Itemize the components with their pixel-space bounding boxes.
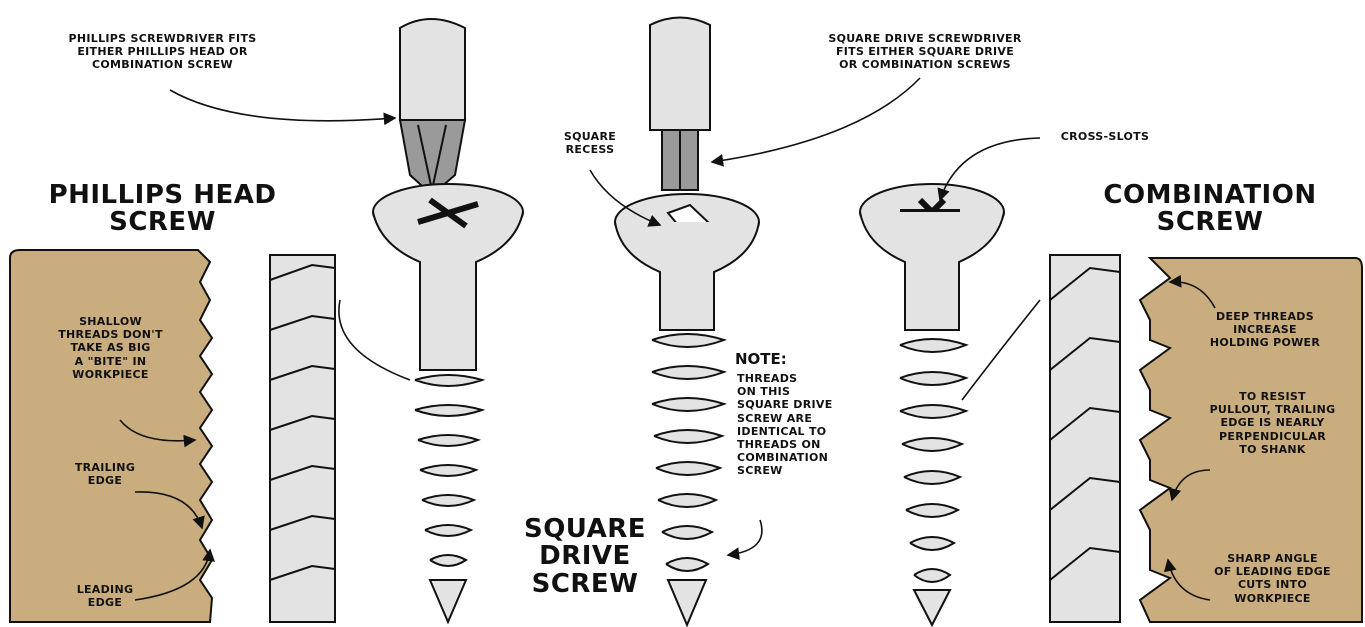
phillips-screw [373,184,523,622]
cross-slots-callout: CROSS-SLOTS [1040,130,1170,143]
phillips-screwdriver [400,19,465,195]
phillips-driver-callout: PHILLIPS SCREWDRIVER FITS EITHER PHILLIP… [35,32,290,72]
square-recess-callout: SQUARE RECESS [545,130,635,156]
note-heading: NOTE: [735,350,820,368]
phillips-head-screw-title: PHILLIPS HEAD SCREW [30,182,295,237]
resist-pullout-callout: TO RESIST PULLOUT, TRAILING EDGE IS NEAR… [1185,390,1360,456]
right-thread-profile [1050,255,1120,622]
combination-screw-title: COMBINATION SCREW [1085,182,1335,237]
square-drive-screwdriver [650,18,710,191]
sharp-angle-callout: SHARP ANGLE OF LEADING EDGE CUTS INTO WO… [1185,552,1360,605]
square-driver-callout: SQUARE DRIVE SCREWDRIVER FITS EITHER SQU… [790,32,1060,72]
left-wood-panel [10,250,212,622]
trailing-edge-callout-left: TRAILING EDGE [50,461,160,487]
leading-edge-callout-left: LEADING EDGE [50,583,160,609]
left-thread-profile [270,255,335,622]
shallow-threads-callout: SHALLOW THREADS DON'T TAKE AS BIG A "BIT… [28,315,193,381]
combination-screw [860,184,1004,625]
square-drive-screw-title: SQUARE DRIVE SCREW [510,516,660,598]
note-body: THREADS ON THIS SQUARE DRIVE SCREW ARE I… [737,372,867,478]
deep-threads-callout: DEEP THREADS INCREASE HOLDING POWER [1180,310,1350,350]
